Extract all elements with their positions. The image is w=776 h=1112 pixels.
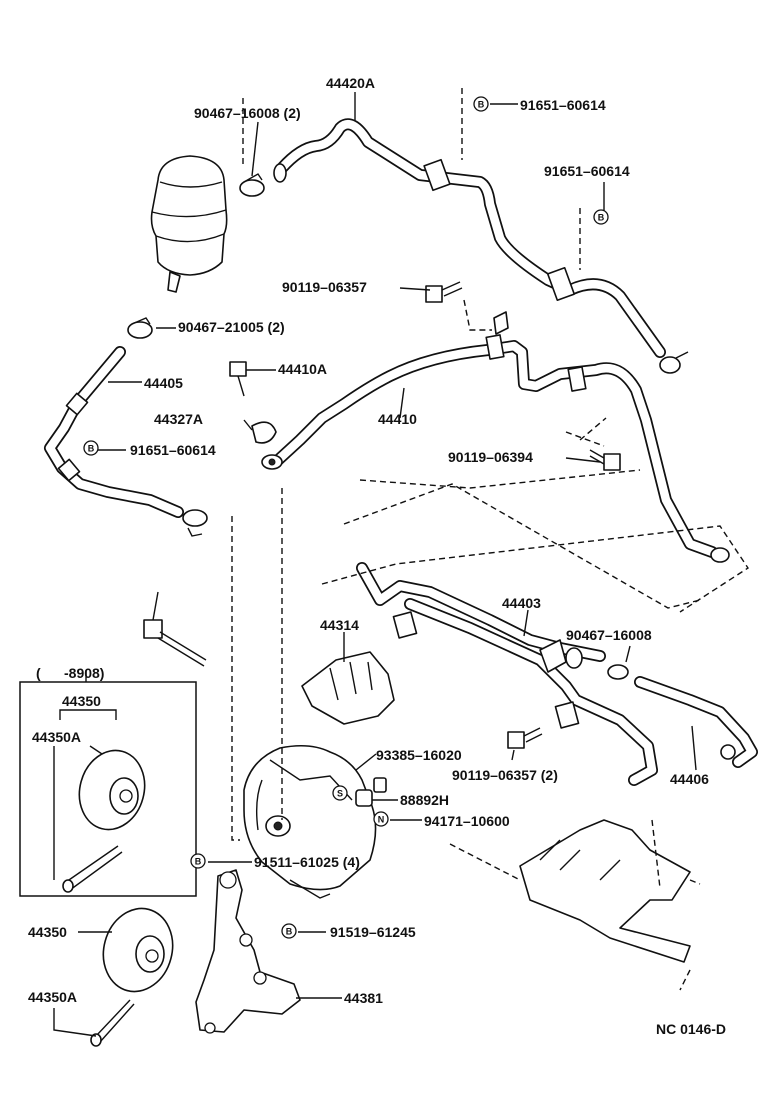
hose-44405 bbox=[44, 346, 184, 518]
nut-44327a bbox=[251, 421, 277, 444]
bolt-long-left bbox=[143, 591, 207, 667]
label-91519-61245: 91519–61245 bbox=[330, 924, 416, 940]
svg-text:B: B bbox=[195, 857, 202, 867]
label-44327a: 44327A bbox=[154, 411, 203, 427]
inset-box bbox=[19, 670, 197, 897]
marker-b-2: B bbox=[593, 209, 609, 225]
label-44403: 44403 bbox=[502, 595, 541, 611]
reservoir-tank bbox=[150, 155, 228, 293]
label-44420a: 44420A bbox=[326, 75, 375, 91]
nut-88892h bbox=[355, 777, 387, 807]
guide-lines bbox=[231, 88, 749, 991]
label-90467-21005-2: 90467–21005 (2) bbox=[178, 319, 285, 335]
label-44350: 44350 bbox=[28, 924, 67, 940]
leader-lines bbox=[53, 92, 697, 1037]
power-steering-pump bbox=[243, 744, 377, 899]
svg-text:B: B bbox=[478, 100, 485, 110]
label-91511-61025-4: 91511–61025 (4) bbox=[254, 854, 360, 870]
label-44410a: 44410A bbox=[278, 361, 327, 377]
label-93385-16020: 93385–16020 bbox=[376, 747, 462, 763]
label-44350-inset: 44350 bbox=[62, 693, 101, 709]
label-90119-06357: 90119–06357 bbox=[282, 279, 367, 295]
label-88892h: 88892H bbox=[400, 792, 449, 808]
hose-44406 bbox=[607, 664, 758, 768]
marker-s: S bbox=[332, 785, 348, 801]
marker-b-4: B bbox=[190, 853, 206, 869]
label-90119-06394: 90119–06394 bbox=[448, 449, 533, 465]
label-44381: 44381 bbox=[344, 990, 383, 1006]
label-91651-60614-c: 91651–60614 bbox=[130, 442, 216, 458]
label-44406: 44406 bbox=[670, 771, 709, 787]
hose-44420a bbox=[273, 118, 666, 358]
label-44410: 44410 bbox=[378, 411, 417, 427]
marker-b-1: B bbox=[473, 96, 489, 112]
hose-clamp-44405 bbox=[127, 317, 208, 537]
bolt-90119-06357-2 bbox=[507, 727, 543, 749]
label-44405: 44405 bbox=[144, 375, 183, 391]
bracket-44381 bbox=[195, 869, 301, 1034]
pipe-44410 bbox=[261, 334, 730, 563]
marker-b-3: B bbox=[83, 440, 99, 456]
label-90467-16008: 90467–16008 bbox=[566, 627, 652, 643]
label-91651-60614-b: 91651–60614 bbox=[544, 163, 630, 179]
marker-n: N bbox=[373, 811, 389, 827]
svg-text:N: N bbox=[378, 815, 385, 825]
hose-clamp-right bbox=[659, 351, 689, 374]
idler-pulley bbox=[90, 907, 174, 1047]
bolt-90119-06357 bbox=[425, 281, 463, 303]
label-91651-60614-a: 91651–60614 bbox=[520, 97, 606, 113]
label-44350a-inset: 44350A bbox=[32, 729, 81, 745]
steering-gear bbox=[449, 819, 701, 963]
bolt-90119-06394 bbox=[589, 449, 621, 471]
label-90119-06357-2: 90119–06357 (2) bbox=[452, 767, 558, 783]
hose-clamp-upper bbox=[239, 98, 265, 197]
svg-text:B: B bbox=[286, 927, 293, 937]
svg-text:B: B bbox=[598, 213, 605, 223]
label-90467-16008-2: 90467–16008 (2) bbox=[194, 105, 301, 121]
diagram-code: NC 0146-D bbox=[656, 1021, 726, 1037]
plate-44314 bbox=[301, 651, 395, 725]
bolt-44410a bbox=[229, 361, 247, 397]
label-44350a: 44350A bbox=[28, 989, 77, 1005]
bracket-clip bbox=[493, 311, 509, 335]
marker-b-5: B bbox=[281, 923, 297, 939]
label-94171-10600: 94171–10600 bbox=[424, 813, 510, 829]
label-inset-header: ( -8908) bbox=[36, 665, 104, 681]
label-44314: 44314 bbox=[320, 617, 359, 633]
svg-text:S: S bbox=[337, 789, 343, 799]
svg-text:B: B bbox=[88, 444, 95, 454]
tube-44403 bbox=[356, 562, 658, 786]
